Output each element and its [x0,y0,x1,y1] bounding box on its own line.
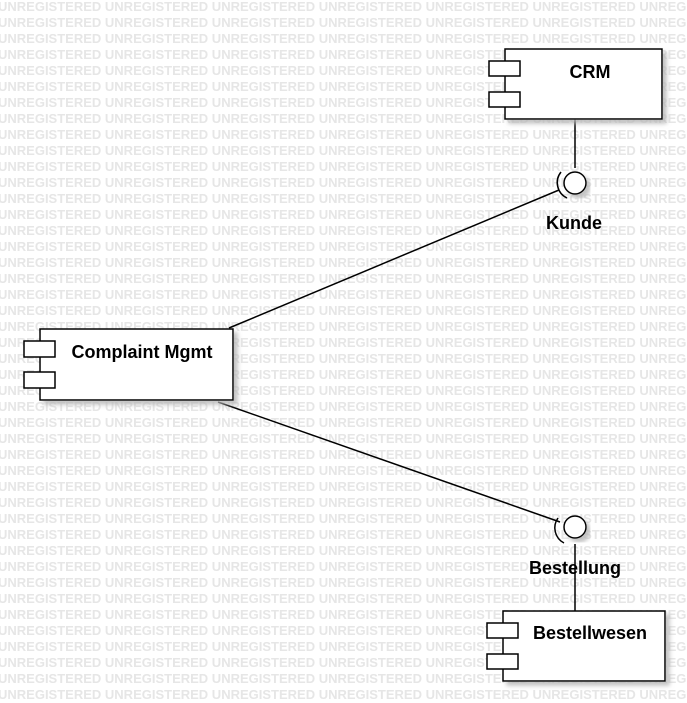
component-icon [488,60,521,108]
interface-bestellung-socket [554,517,565,544]
component-icon [486,622,519,670]
component-bestellwesen[interactable]: Bestellwesen [486,610,666,682]
component-crm-name: CRM [570,62,611,82]
component-bestellwesen-box [502,610,666,682]
interface-bestellung-label: Bestellung [529,558,621,578]
component-icon [23,340,56,389]
connector-complaint-to-kunde[interactable] [228,189,560,329]
interface-kunde-socket [556,171,568,199]
connector-complaint-to-bestellung[interactable] [217,401,561,523]
interface-bestellung-ball [563,515,587,539]
component-bestellwesen-name: Bestellwesen [533,623,647,643]
component-crm[interactable]: CRM [488,48,663,120]
component-complaint-mgmt-box [39,328,234,401]
interface-kunde[interactable]: Kunde [546,171,602,233]
interface-kunde-ball [563,171,587,195]
interface-kunde-label: Kunde [546,213,602,233]
component-crm-box [504,48,663,120]
component-complaint-mgmt[interactable]: Complaint Mgmt [23,328,234,401]
interface-bestellung[interactable]: Bestellung [529,515,621,578]
component-complaint-mgmt-name: Complaint Mgmt [72,342,213,362]
